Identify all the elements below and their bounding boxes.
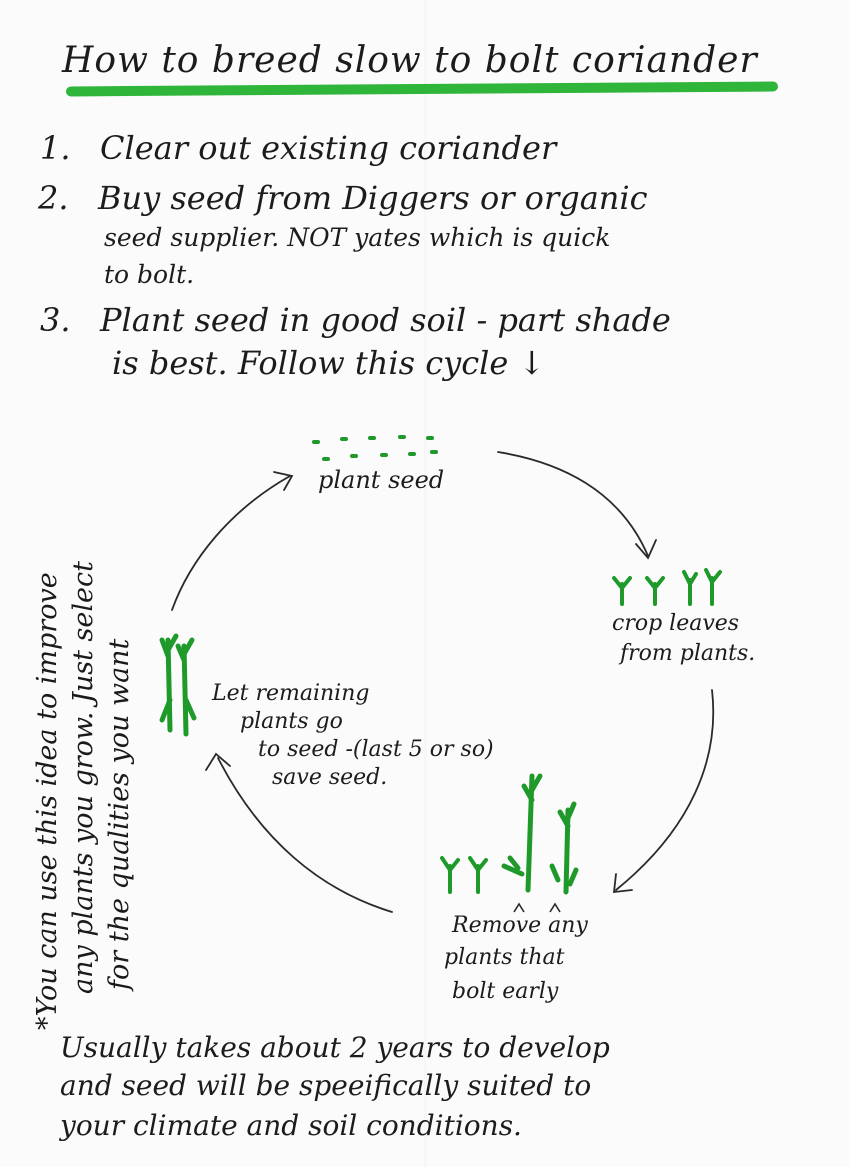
step-3-text-line-1: Plant seed in good soil - part shade bbox=[100, 301, 671, 339]
step-2-number: 2. bbox=[38, 179, 69, 217]
step-2-text-line-2: seed supplier. NOT yates which is quick bbox=[104, 223, 611, 252]
cycle-let-label-line-4: save seed. bbox=[272, 765, 388, 790]
seed-dots-icon bbox=[312, 435, 438, 461]
side-note-line-3: for the qualities you want bbox=[104, 638, 135, 990]
step-1: 1. Clear out existing coriander bbox=[40, 128, 556, 168]
cycle-crop-label-line-1: crop leaves bbox=[612, 611, 740, 636]
step-1-text: Clear out existing coriander bbox=[100, 129, 557, 167]
step-2-text-line-1: Buy seed from Diggers or organic bbox=[98, 179, 648, 217]
side-note-line-2: any plants you grow. Just select bbox=[68, 561, 99, 994]
seedling-icon bbox=[440, 568, 722, 894]
cycle-remove-label-line-1: Remove any bbox=[452, 913, 588, 938]
cycle-plant-seed-label: plant seed bbox=[318, 466, 445, 494]
step-2-text-line-3: to bolt. bbox=[104, 260, 195, 289]
mature-plant-icon bbox=[159, 633, 197, 737]
footer-line-3: your climate and soil conditions. bbox=[60, 1109, 522, 1142]
cycle-crop-label-line-2: from plants. bbox=[620, 641, 756, 666]
pointer-carets bbox=[513, 902, 561, 913]
footer-line-2: and seed will be speeifically suited to bbox=[60, 1069, 592, 1102]
step-3-text-line-2: is best. Follow this cycle ↓ bbox=[112, 344, 546, 382]
cycle-remove-label-line-2: plants that bbox=[444, 945, 565, 970]
step-1-number: 1. bbox=[40, 129, 71, 167]
side-note-line-1: *You can use this idea to improve bbox=[32, 572, 63, 1030]
cycle-remove-label-line-3: bolt early bbox=[452, 979, 559, 1004]
step-3: 3. Plant seed in good soil - part shade bbox=[40, 300, 671, 340]
bolting-plant-icon bbox=[501, 773, 579, 895]
side-note: *You can use this idea to improve any pl… bbox=[30, 561, 138, 1030]
cycle-let-label-line-2: plants go bbox=[240, 709, 343, 734]
footer-line-1: Usually takes about 2 years to develop bbox=[60, 1031, 610, 1064]
step-2: 2. Buy seed from Diggers or organic bbox=[38, 178, 648, 218]
step-3-number: 3. bbox=[40, 301, 71, 339]
page-title: How to breed slow to bolt coriander bbox=[62, 40, 758, 81]
cycle-let-label-line-3: to seed -(last 5 or so) bbox=[258, 737, 494, 762]
cycle-arrow-icon bbox=[171, 451, 715, 913]
cycle-let-label-line-1: Let remaining bbox=[212, 681, 370, 706]
